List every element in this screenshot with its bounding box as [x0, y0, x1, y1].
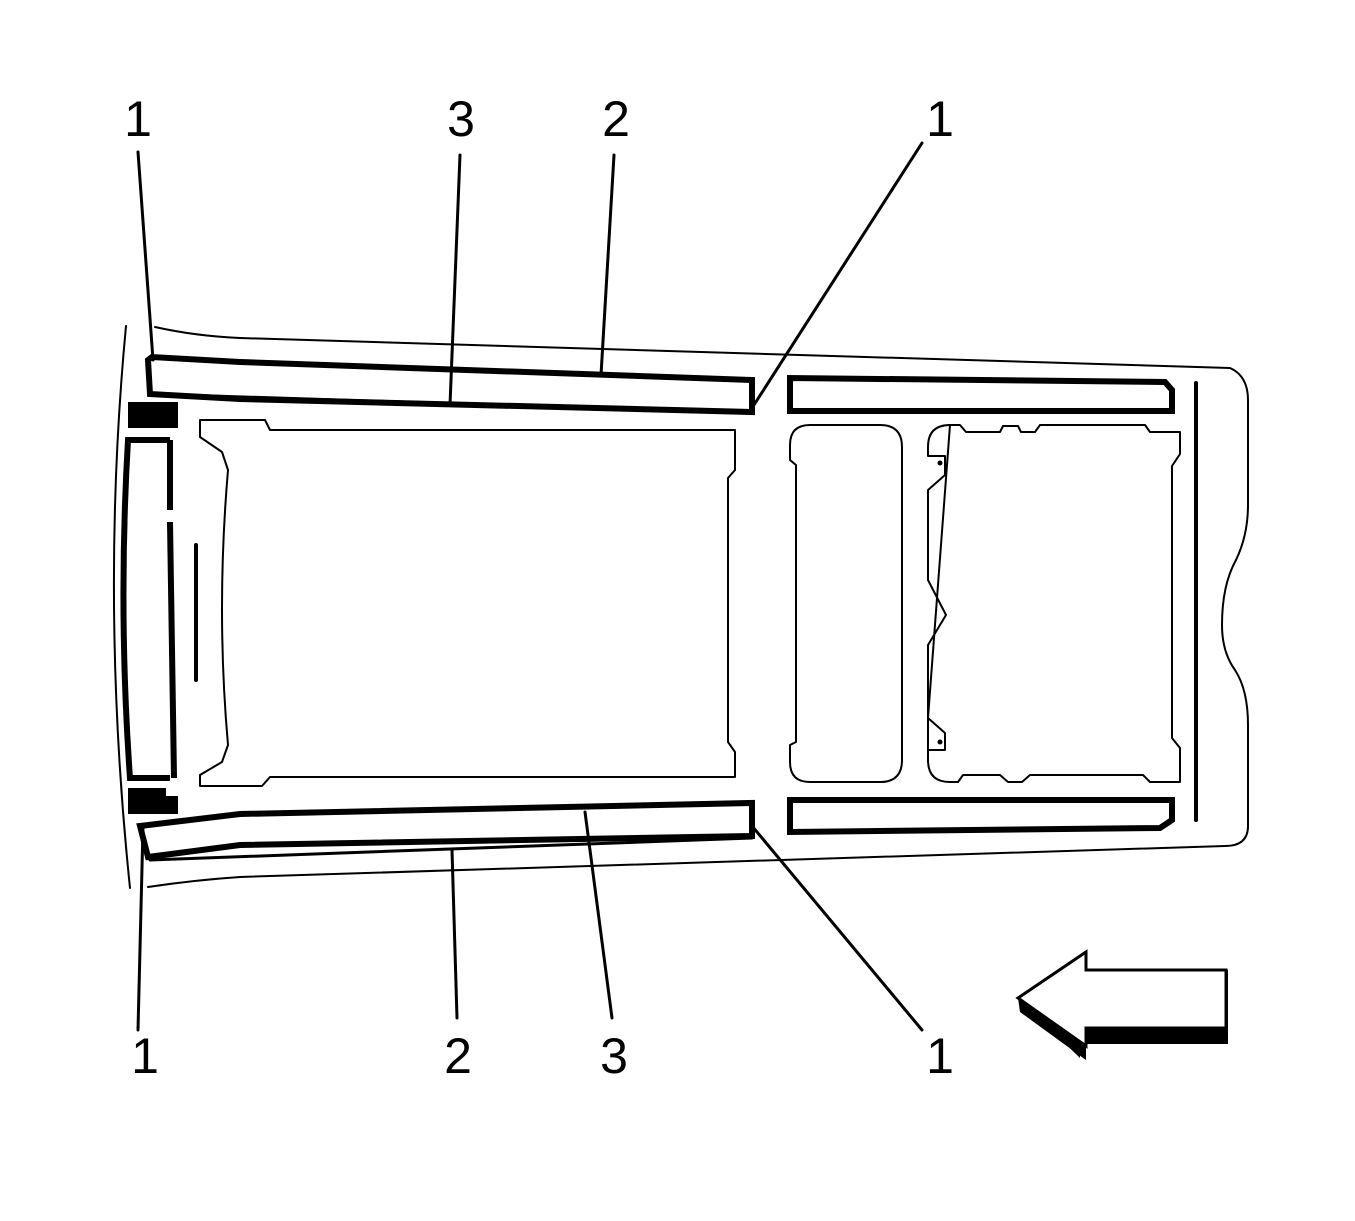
leader-lines — [136, 141, 924, 1032]
callout-bottom-right-1: 1 — [926, 1028, 954, 1084]
lower-roof-molding — [136, 799, 755, 862]
front-roof-panel-opening — [199, 419, 736, 787]
rear-roof-panel — [927, 424, 1181, 783]
leader-bottom-right-1 — [750, 824, 924, 1032]
roof-outline — [112, 325, 1249, 889]
leader-bottom-left-1 — [136, 825, 145, 1032]
rear-molding-pieces — [787, 374, 1198, 836]
leader-top-2 — [599, 153, 616, 377]
callout-top-left-1: 1 — [124, 91, 152, 147]
callout-labels: 1 3 2 1 1 2 3 1 — [124, 91, 954, 1084]
leader-top-3 — [448, 153, 462, 407]
leader-top-left-1 — [136, 150, 155, 362]
callout-top-2: 2 — [602, 91, 630, 147]
callout-bottom-2: 2 — [444, 1028, 472, 1084]
middle-roof-panel — [789, 424, 903, 783]
windshield-frame — [120, 402, 198, 814]
front-arrow-icon — [1015, 949, 1228, 1060]
callout-bottom-3: 3 — [600, 1028, 628, 1084]
callout-top-right-1: 1 — [926, 91, 954, 147]
callout-bottom-left-1: 1 — [131, 1028, 159, 1084]
leader-bottom-2 — [450, 848, 459, 1020]
leader-top-right-1 — [750, 141, 924, 410]
leader-bottom-3 — [583, 810, 614, 1020]
callout-top-3: 3 — [447, 91, 475, 147]
